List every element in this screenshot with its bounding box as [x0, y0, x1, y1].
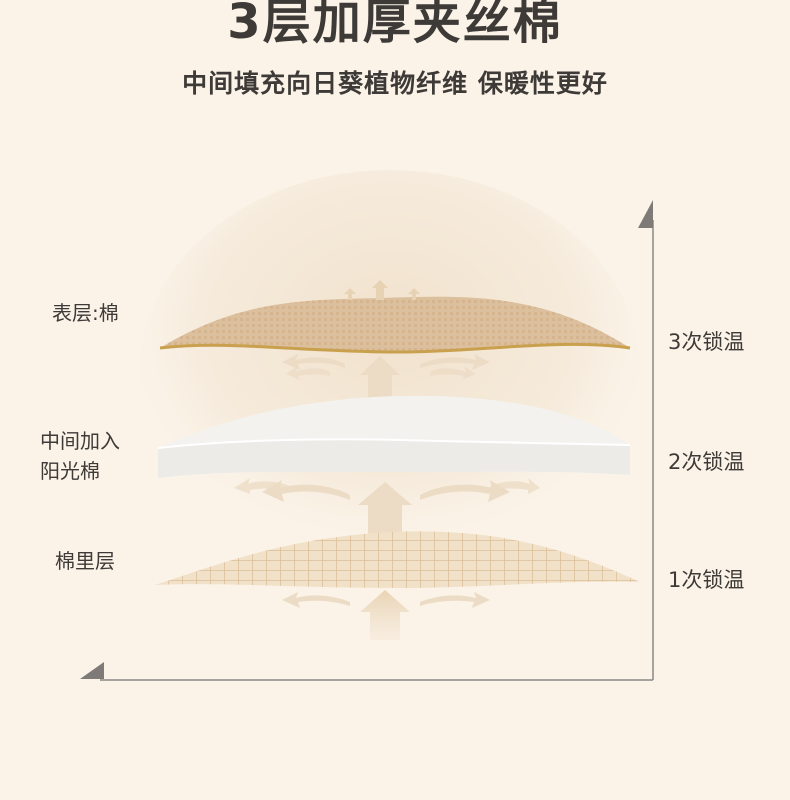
top-arrows: [344, 280, 420, 300]
lower-arrows: [234, 478, 540, 535]
lock-label-3: 3次锁温: [668, 330, 745, 354]
layer-label-middle-line2: 阳光棉: [40, 459, 100, 483]
axis: [100, 220, 654, 681]
layer-label-middle-line1: 中间加入: [40, 429, 120, 453]
axis-arrow-up-icon: [638, 200, 653, 228]
layer-label-bottom: 棉里层: [55, 549, 115, 573]
middle-layer: [157, 395, 631, 478]
lock-label-2: 2次锁温: [668, 450, 745, 474]
bottom-arrows: [282, 590, 490, 640]
page-subtitle: 中间填充向日葵植物纤维 保暖性更好: [182, 69, 608, 98]
layer-label-top: 表层:棉: [52, 301, 119, 325]
page-title: 3层加厚夹丝棉: [227, 0, 563, 50]
grid-layer: [155, 531, 640, 588]
axis-arrow-left-icon: [80, 662, 104, 679]
lock-label-1: 1次锁温: [668, 568, 745, 592]
upper-arrows: [282, 354, 490, 400]
top-layer: [159, 296, 631, 354]
